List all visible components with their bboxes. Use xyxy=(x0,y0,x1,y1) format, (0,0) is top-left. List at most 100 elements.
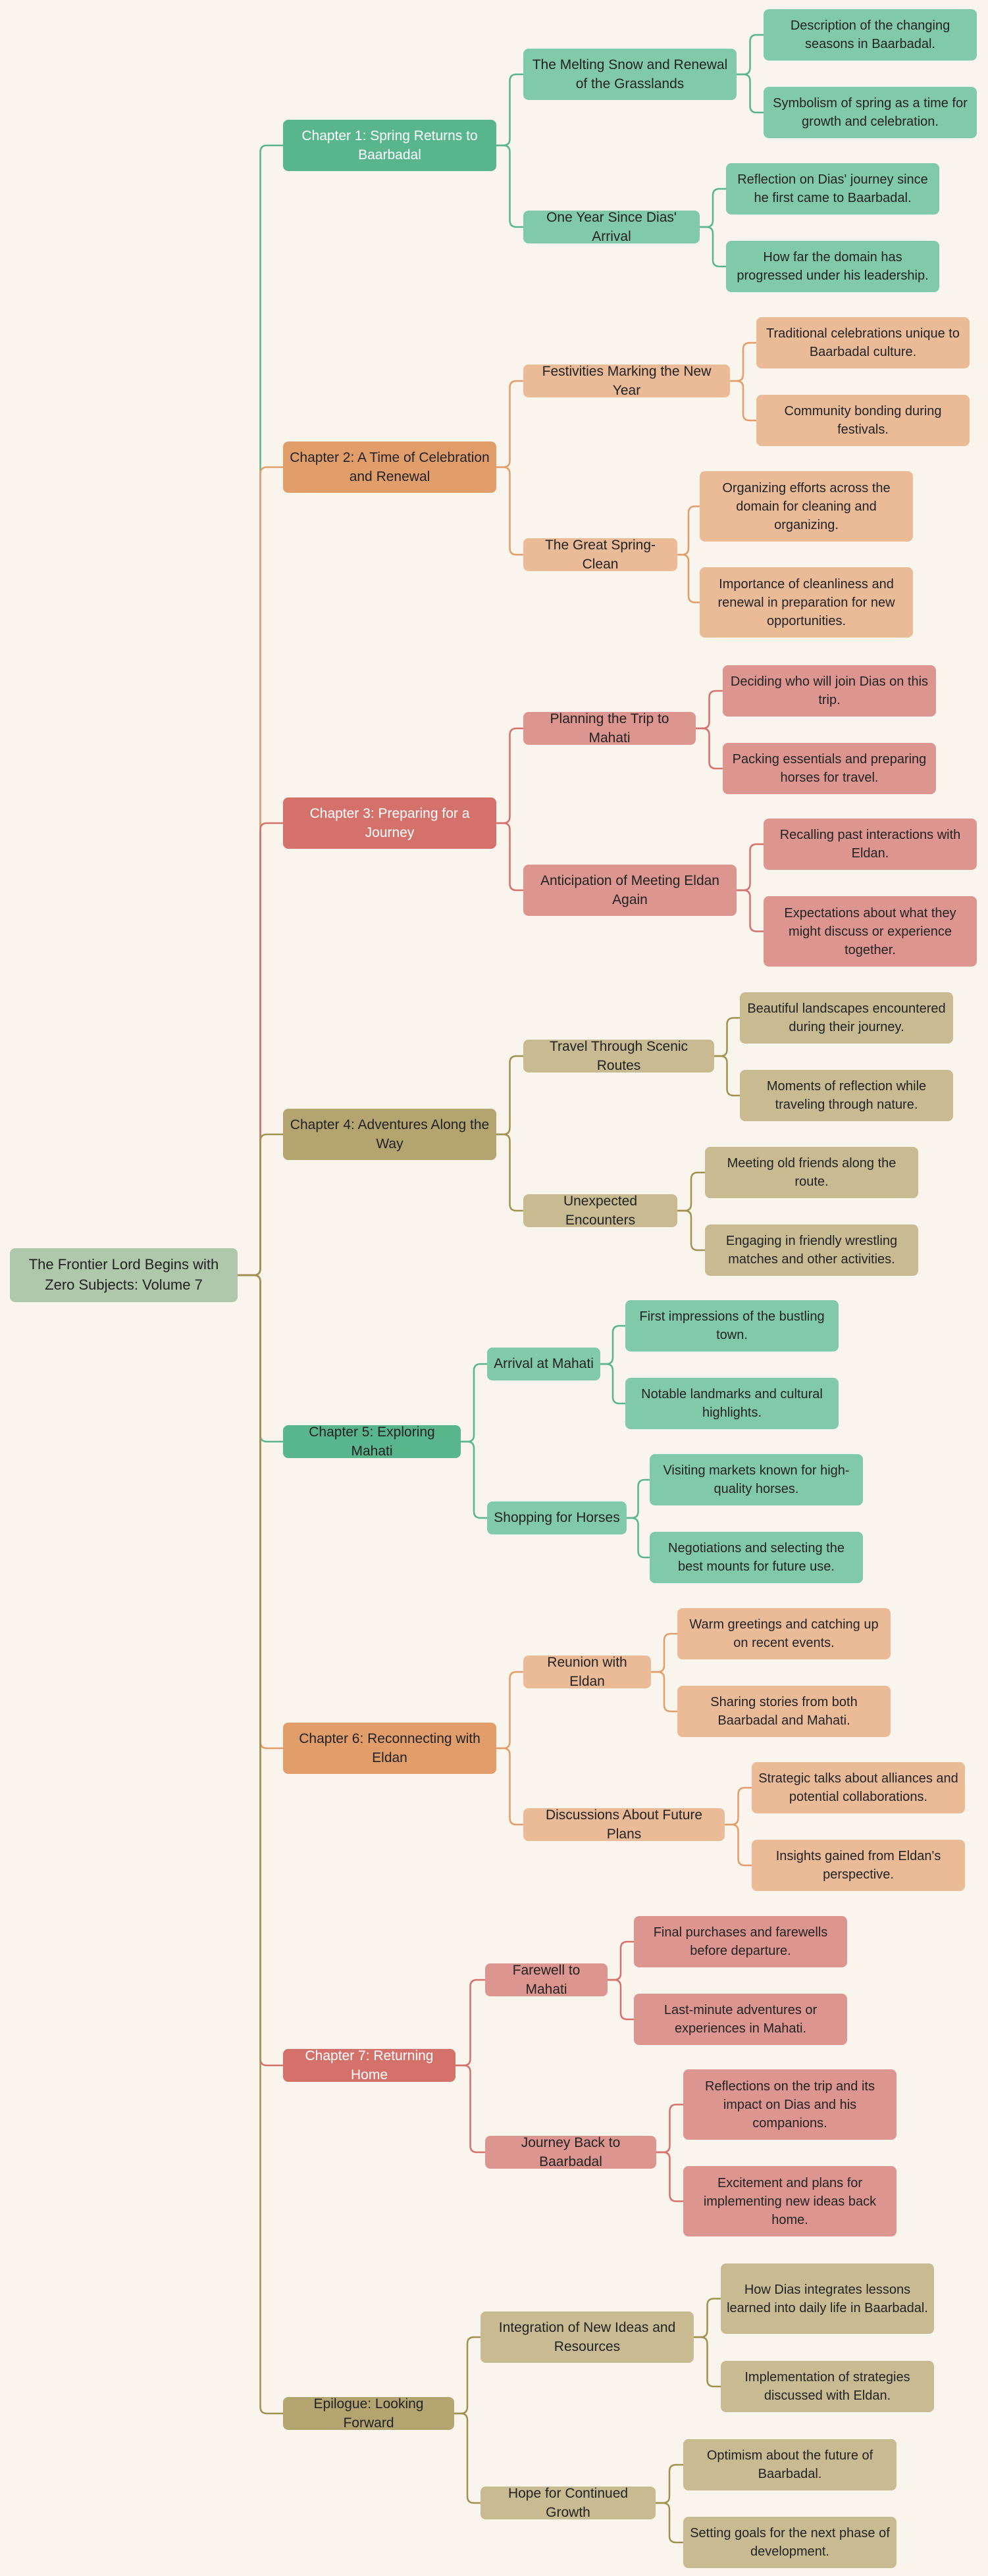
leaf-node-1-2-2: How far the domain has progressed under … xyxy=(726,241,939,292)
connector-section-2-2-leaf-1 xyxy=(677,505,700,556)
section-node-3-1: Planning the Trip to Mahati xyxy=(523,711,696,745)
connector-chapter-8-section-1 xyxy=(454,2336,481,2415)
section-node-3-2: Anticipation of Meeting Eldan Again xyxy=(523,865,737,916)
connector-chapter-4-section-1 xyxy=(496,1055,523,1136)
connector-chapter-3-section-2 xyxy=(496,822,523,892)
connector-chapter-5-section-2 xyxy=(461,1440,487,1519)
section-node-4-1: Travel Through Scenic Routes xyxy=(523,1039,714,1073)
leaf-node-3-1-1: Deciding who will join Dias on this trip… xyxy=(723,665,936,717)
chapter-node-5: Chapter 5: Exploring Mahati xyxy=(283,1425,461,1459)
section-node-7-1: Farewell to Mahati xyxy=(485,1963,608,1997)
section-node-6-1: Reunion with Eldan xyxy=(523,1655,651,1689)
root-node: The Frontier Lord Begins with Zero Subje… xyxy=(10,1248,238,1302)
leaf-node-2-1-2: Community bonding during festivals. xyxy=(756,395,970,446)
connector-root-chapter-4 xyxy=(238,1133,283,1276)
leaf-node-8-1-2: Implementation of strategies discussed w… xyxy=(721,2361,934,2412)
leaf-node-5-2-2: Negotiations and selecting the best moun… xyxy=(650,1532,863,1583)
connector-section-2-2-leaf-2 xyxy=(677,553,700,603)
leaf-node-6-1-2: Sharing stories from both Baarbadal and … xyxy=(677,1686,891,1737)
connector-chapter-2-section-2 xyxy=(496,466,523,556)
leaf-node-6-2-2: Insights gained from Eldan's perspective… xyxy=(752,1840,965,1891)
leaf-node-4-2-2: Engaging in friendly wrestling matches a… xyxy=(705,1225,918,1276)
section-node-8-1: Integration of New Ideas and Resources xyxy=(481,2311,694,2363)
leaf-node-3-1-2: Packing essentials and preparing horses … xyxy=(723,743,936,794)
connector-section-8-2-leaf-1 xyxy=(656,2463,683,2504)
connector-section-4-1-leaf-2 xyxy=(714,1055,740,1097)
leaf-node-2-2-2: Importance of cleanliness and renewal in… xyxy=(700,567,913,638)
leaf-node-8-2-2: Setting goals for the next phase of deve… xyxy=(683,2517,897,2568)
leaf-node-5-1-1: First impressions of the bustling town. xyxy=(625,1300,839,1351)
connector-section-7-2-leaf-1 xyxy=(656,2104,683,2154)
chapter-node-3: Chapter 3: Preparing for a Journey xyxy=(283,797,496,849)
connector-section-4-2-leaf-1 xyxy=(677,1171,705,1212)
connector-section-5-1-leaf-1 xyxy=(600,1325,625,1365)
connector-section-6-1-leaf-2 xyxy=(651,1671,677,1713)
chapter-node-2: Chapter 2: A Time of Celebration and Ren… xyxy=(283,442,496,493)
section-node-1-2: One Year Since Dias' Arrival xyxy=(523,210,700,244)
connector-chapter-1-section-2 xyxy=(496,144,523,228)
connector-section-1-2-leaf-1 xyxy=(700,188,726,228)
connector-chapter-5-section-1 xyxy=(461,1363,487,1443)
connector-section-1-1-leaf-1 xyxy=(737,34,764,76)
connector-section-6-1-leaf-1 xyxy=(651,1632,677,1673)
connector-chapter-8-section-2 xyxy=(454,2412,481,2504)
connector-section-3-1-leaf-1 xyxy=(696,690,723,730)
section-node-1-1: The Melting Snow and Renewal of the Gras… xyxy=(523,49,737,100)
chapter-node-1: Chapter 1: Spring Returns to Baarbadal xyxy=(283,120,496,171)
connector-section-7-2-leaf-2 xyxy=(656,2151,683,2202)
leaf-node-6-2-1: Strategic talks about alliances and pote… xyxy=(752,1762,965,1813)
connector-section-8-2-leaf-2 xyxy=(656,2502,683,2544)
section-node-2-1: Festivities Marking the New Year xyxy=(523,364,730,398)
leaf-node-1-1-1: Description of the changing seasons in B… xyxy=(764,9,977,61)
section-node-2-2: The Great Spring-Clean xyxy=(523,538,677,572)
connector-section-5-2-leaf-1 xyxy=(627,1478,650,1519)
connector-section-7-1-leaf-2 xyxy=(608,1979,634,2021)
leaf-node-8-1-1: How Dias integrates lessons learned into… xyxy=(721,2263,934,2334)
connector-section-2-1-leaf-1 xyxy=(730,341,756,382)
section-node-8-2: Hope for Continued Growth xyxy=(481,2486,656,2520)
connector-section-4-2-leaf-2 xyxy=(677,1209,705,1251)
leaf-node-5-1-2: Notable landmarks and cultural highlight… xyxy=(625,1378,839,1429)
leaf-node-7-2-2: Excitement and plans for implementing ne… xyxy=(683,2166,897,2236)
leaf-node-7-1-1: Final purchases and farewells before dep… xyxy=(634,1916,847,1967)
leaf-node-2-2-1: Organizing efforts across the domain for… xyxy=(700,471,913,542)
connector-chapter-1-section-1 xyxy=(496,73,523,147)
leaf-node-2-1-1: Traditional celebrations unique to Baarb… xyxy=(756,317,970,368)
connector-section-1-1-leaf-2 xyxy=(737,73,764,114)
leaf-node-7-1-2: Last-minute adventures or experiences in… xyxy=(634,1994,847,2045)
section-node-5-1: Arrival at Mahati xyxy=(487,1348,600,1380)
connector-section-6-2-leaf-1 xyxy=(725,1786,752,1826)
connector-section-7-1-leaf-1 xyxy=(608,1940,634,1981)
leaf-node-3-2-1: Recalling past interactions with Eldan. xyxy=(764,819,977,870)
connector-section-3-1-leaf-2 xyxy=(696,727,723,770)
leaf-node-4-1-2: Moments of reflection while traveling th… xyxy=(740,1070,953,1121)
connector-section-1-2-leaf-2 xyxy=(700,226,726,268)
chapter-node-4: Chapter 4: Adventures Along the Way xyxy=(283,1109,496,1160)
connector-root-chapter-8 xyxy=(238,1274,283,2415)
chapter-node-6: Chapter 6: Reconnecting with Eldan xyxy=(283,1723,496,1774)
leaf-node-4-2-1: Meeting old friends along the route. xyxy=(705,1147,918,1198)
leaf-node-6-1-1: Warm greetings and catching up on recent… xyxy=(677,1608,891,1659)
connector-chapter-7-section-1 xyxy=(455,1979,485,2067)
connector-section-8-1-leaf-2 xyxy=(694,2336,721,2388)
connector-section-4-1-leaf-1 xyxy=(714,1017,740,1057)
section-node-7-2: Journey Back to Baarbadal xyxy=(485,2135,656,2169)
connector-section-6-2-leaf-2 xyxy=(725,1823,752,1867)
connector-section-3-2-leaf-2 xyxy=(737,889,764,932)
connector-section-5-2-leaf-2 xyxy=(627,1517,650,1559)
connector-chapter-3-section-1 xyxy=(496,727,523,824)
leaf-node-8-2-1: Optimism about the future of Baarbadal. xyxy=(683,2439,897,2490)
chapter-node-8: Epilogue: Looking Forward xyxy=(283,2396,454,2431)
leaf-node-5-2-1: Visiting markets known for high-quality … xyxy=(650,1454,863,1505)
section-node-4-2: Unexpected Encounters xyxy=(523,1194,677,1228)
leaf-node-3-2-2: Expectations about what they might discu… xyxy=(764,896,977,967)
connector-chapter-7-section-2 xyxy=(455,2064,485,2154)
leaf-node-4-1-1: Beautiful landscapes encountered during … xyxy=(740,992,953,1044)
connector-chapter-6-section-2 xyxy=(496,1747,523,1826)
leaf-node-1-1-2: Symbolism of spring as a time for growth… xyxy=(764,87,977,138)
leaf-node-1-2-1: Reflection on Dias' journey since he fir… xyxy=(726,163,939,215)
connector-section-8-1-leaf-1 xyxy=(694,2298,721,2338)
connector-section-5-1-leaf-2 xyxy=(600,1363,625,1405)
connector-chapter-2-section-1 xyxy=(496,380,523,468)
